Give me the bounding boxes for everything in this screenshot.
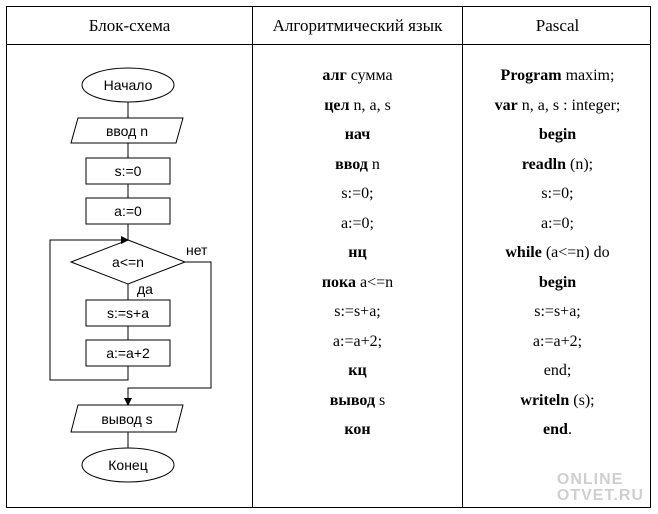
header-pascal: Pascal	[535, 16, 580, 35]
code-keyword: пока	[321, 273, 357, 291]
code-text: (a<=n) do	[541, 244, 610, 261]
watermark-logo: ONLINE OTVET.RU	[557, 472, 644, 504]
code-line: алг сумма	[253, 65, 462, 87]
watermark-line: ONLINE	[556, 471, 624, 488]
code-line: readln (n);	[463, 154, 652, 176]
code-line: кц	[253, 360, 462, 382]
code-text: s:=0;	[541, 185, 574, 202]
end-terminator	[81, 447, 175, 483]
code-line: s:=s+a;	[253, 301, 462, 323]
output-label: вывод s	[101, 411, 152, 427]
code-text: maxim;	[561, 67, 615, 84]
code-text: (s);	[569, 391, 595, 409]
code-keyword: writeln	[520, 391, 570, 409]
code-keyword: while	[505, 244, 542, 261]
input-parallelogram	[70, 117, 184, 144]
code-line: begin	[463, 272, 652, 294]
code-line: while (a<=n) do	[463, 242, 652, 264]
code-text: s:=0;	[341, 185, 374, 202]
code-keyword: readln	[521, 155, 567, 173]
code-keyword: Program	[500, 67, 562, 84]
code-line: Program maxim;	[463, 65, 652, 87]
code-line: end;	[463, 360, 652, 382]
code-line: вывод s	[253, 390, 462, 412]
code-line: s:=s+a;	[463, 301, 652, 323]
code-keyword: кц	[348, 362, 367, 379]
code-keyword: ввод	[335, 155, 368, 173]
code-line: writeln (s);	[463, 390, 652, 412]
code-text: s	[375, 391, 386, 409]
code-keyword: begin	[538, 273, 577, 291]
start-label: Начало	[104, 77, 153, 93]
inc-step-label: a:=a+2	[106, 345, 150, 361]
condition-label: a<=n	[112, 254, 144, 270]
assign-s-label: s:=0	[115, 163, 142, 179]
code-text: a:=0;	[540, 214, 574, 232]
end-label: Конец	[108, 457, 147, 473]
code-line: a:=a+2;	[253, 331, 462, 353]
code-line: begin	[463, 124, 652, 146]
code-line: end.	[463, 419, 652, 441]
code-keyword: var	[494, 96, 518, 114]
code-line: a:=a+2;	[463, 331, 652, 353]
code-text: .	[567, 421, 572, 438]
header-flowchart: Блок-схема	[88, 16, 171, 35]
code-text: a:=a+2;	[332, 332, 383, 350]
code-line: s:=0;	[463, 183, 652, 205]
code-keyword: нач	[344, 126, 371, 143]
code-text: a:=0;	[340, 214, 374, 232]
code-text: n, a, s	[349, 96, 391, 114]
watermark-line: OTVET.RU	[556, 487, 644, 504]
loop-back-arrow	[49, 236, 129, 381]
no-branch-label: нет	[186, 242, 208, 258]
code-line: нач	[253, 124, 462, 146]
code-keyword: цел	[324, 96, 350, 114]
code-line: нц	[253, 242, 462, 264]
comparison-table: Блок-схема Алгоритмический язык Pascal а…	[6, 6, 651, 508]
header-divider	[7, 44, 650, 45]
code-keyword: нц	[348, 244, 367, 261]
code-text: a<=n	[356, 273, 394, 291]
code-line: пока a<=n	[253, 272, 462, 294]
code-line: a:=0;	[463, 213, 652, 235]
code-line: ввод n	[253, 154, 462, 176]
code-text: n, a, s : integer;	[517, 96, 621, 114]
yes-branch-label: да	[137, 281, 153, 297]
code-keyword: вывод	[329, 391, 376, 409]
code-keyword: begin	[538, 126, 577, 143]
code-line: кон	[253, 419, 462, 441]
code-text: a:=a+2;	[532, 332, 583, 350]
code-line: var n, a, s : integer;	[463, 95, 652, 117]
code-text: end;	[543, 362, 572, 379]
code-text: n	[367, 155, 380, 173]
column-divider	[252, 7, 253, 507]
header-algorithmic: Алгоритмический язык	[272, 16, 443, 35]
sum-step-label: s:=s+a	[107, 305, 149, 321]
code-text: s:=s+a;	[334, 303, 381, 320]
code-line: a:=0;	[253, 213, 462, 235]
input-label: ввод n	[106, 123, 148, 139]
column-divider	[462, 7, 463, 507]
code-line: цел n, a, s	[253, 95, 462, 117]
assign-a-label: a:=0	[114, 203, 142, 219]
code-keyword: алг	[322, 67, 347, 84]
code-text: s:=s+a;	[534, 303, 581, 320]
code-keyword: end	[543, 421, 568, 438]
code-line: s:=0;	[253, 183, 462, 205]
output-parallelogram	[70, 404, 184, 433]
exit-branch-arrow	[124, 261, 212, 406]
code-text: (n);	[566, 155, 594, 173]
code-keyword: кон	[344, 421, 371, 438]
code-text: сумма	[346, 67, 393, 84]
